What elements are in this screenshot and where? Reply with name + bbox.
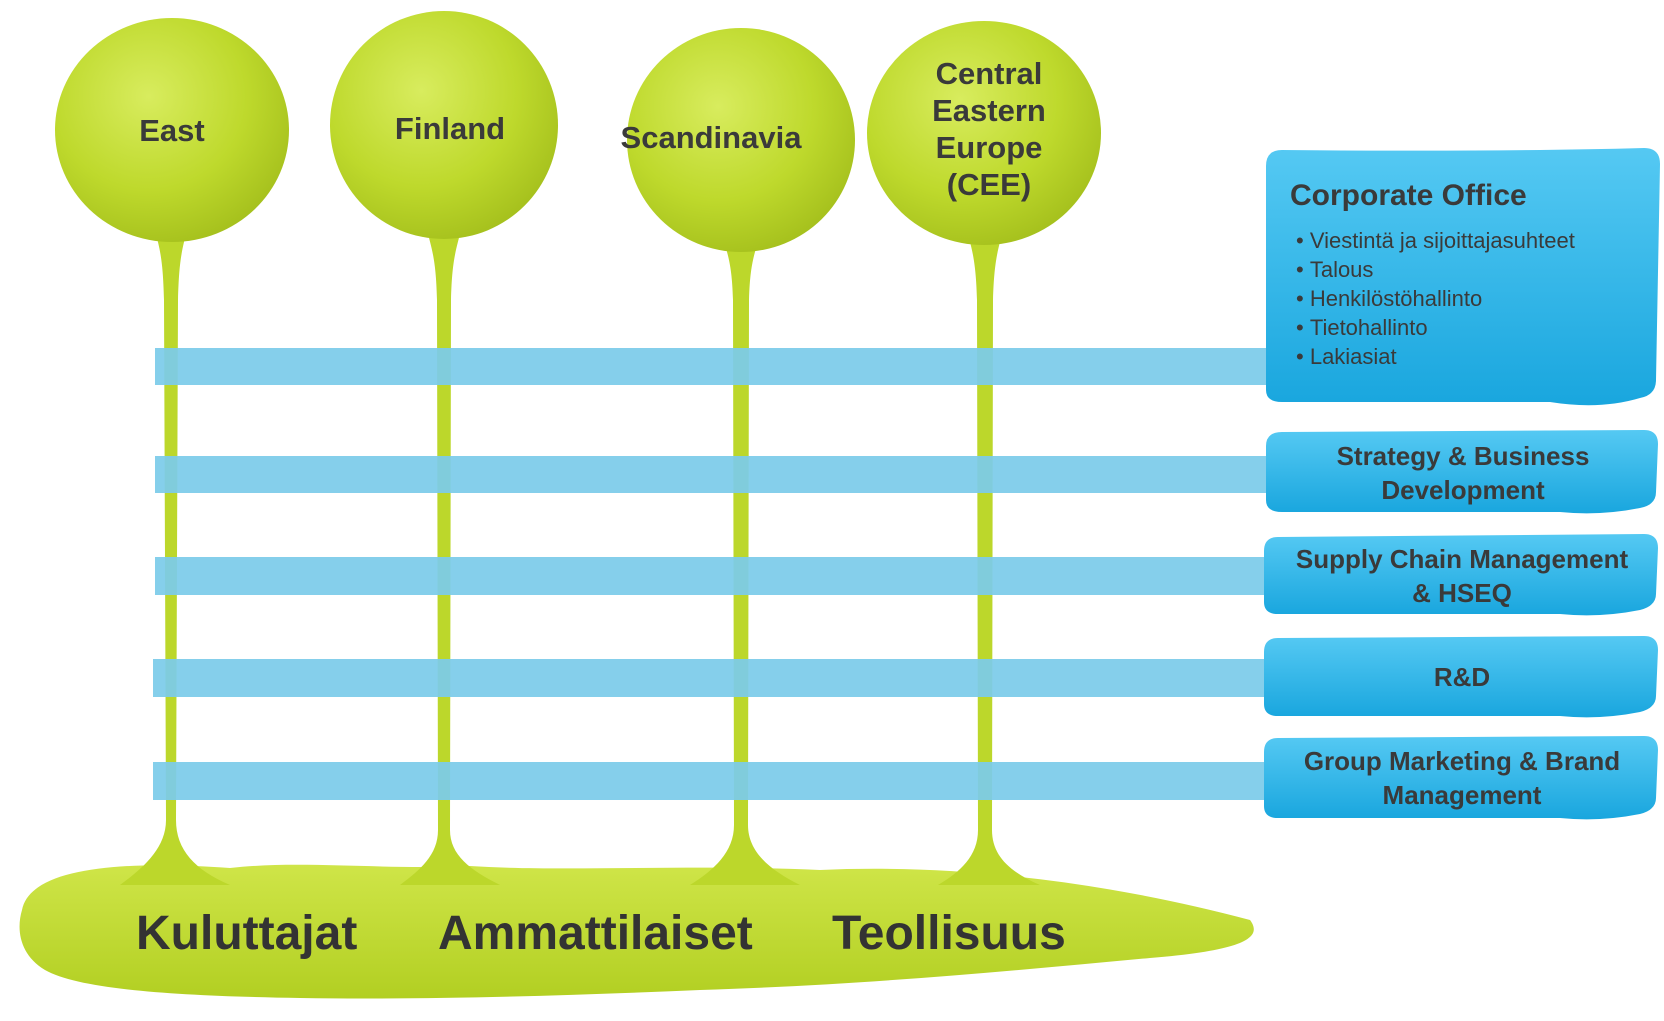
function-label-marketing: Group Marketing & Brand Management: [1303, 746, 1621, 810]
stripe-rnd: [153, 659, 1270, 697]
paint-balls: [55, 11, 1101, 252]
function-label-supply-chain: Supply Chain Management & HSEQ: [1295, 544, 1629, 608]
corporate-office-list: Viestintä ja sijoittajasuhteet Talous He…: [1296, 226, 1575, 371]
list-item: Lakiasiat: [1296, 342, 1575, 371]
ball-finland: [330, 11, 558, 239]
paint-puddle: [19, 864, 1254, 999]
list-item: Henkilöstöhallinto: [1296, 284, 1575, 313]
ball-east: [55, 18, 289, 242]
corporate-office-title: Corporate Office: [1290, 179, 1527, 212]
function-label-strategy: Strategy & Business Development: [1336, 441, 1590, 505]
drip-cee: [938, 228, 1040, 885]
box-supply-chain: [1264, 534, 1658, 616]
region-label-scandinavia: Scandinavia: [620, 119, 802, 155]
list-item: Viestintä ja sijoittajasuhteet: [1296, 226, 1575, 255]
function-stripes: [153, 348, 1270, 800]
segment-label-teollisuus: Teollisuus: [832, 907, 1066, 960]
segment-label-ammattilaiset: Ammattilaiset: [438, 907, 753, 960]
stripe-strategy: [155, 456, 1270, 493]
box-rnd: [1264, 636, 1658, 718]
region-label-cee: Central Eastern Europe (CEE): [932, 56, 1046, 202]
stripe-marketing: [153, 762, 1270, 800]
region-label-finland: Finland: [394, 110, 506, 146]
box-marketing: [1264, 736, 1658, 820]
list-item: Talous: [1296, 255, 1575, 284]
segment-label-kuluttajat: Kuluttajat: [136, 907, 358, 960]
list-item: Tietohallinto: [1296, 313, 1575, 342]
ball-cee: [867, 21, 1101, 245]
ball-scandinavia: [627, 28, 855, 252]
stripe-corporate-office: [155, 348, 1270, 385]
region-label-east: East: [139, 112, 205, 148]
stripe-supply-chain: [155, 557, 1270, 595]
function-label-rnd: R&D: [1433, 662, 1491, 692]
box-strategy: [1266, 430, 1658, 514]
